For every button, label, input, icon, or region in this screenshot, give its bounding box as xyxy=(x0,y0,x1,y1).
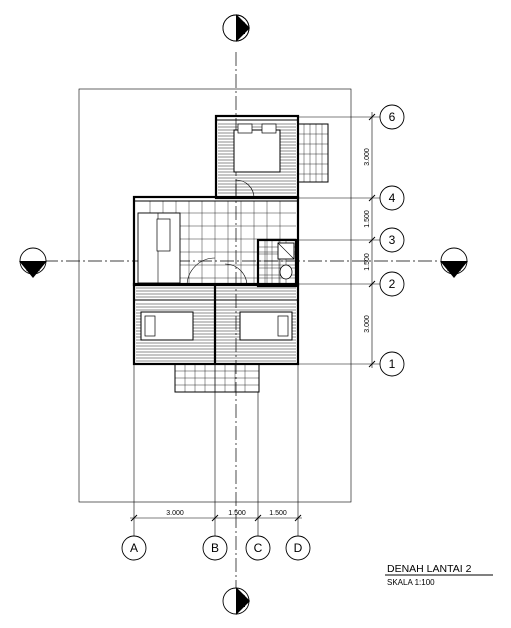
dimension-line-vertical: 3.000 1.500 1.500 3.000 xyxy=(364,112,376,368)
dim-v-4: 3.000 xyxy=(364,315,371,333)
grid-bubble-col-d: D xyxy=(285,535,311,561)
door-swing-right xyxy=(224,263,248,287)
svg-text:A-A: A-A xyxy=(447,264,461,273)
drawing-scale: SKALA 1:100 xyxy=(387,578,435,587)
title-block: DENAH LANTAI 2 SKALA 1:100 xyxy=(385,563,493,587)
section-marker-left: A-A xyxy=(19,247,47,278)
grid-bubble-col-b: B xyxy=(202,535,228,561)
svg-text:4: 4 xyxy=(389,191,396,205)
bathroom xyxy=(256,238,298,288)
balcony-right xyxy=(297,123,329,183)
grid-bubble-row-1: 1 xyxy=(379,351,405,377)
dim-h-1: 3.000 xyxy=(166,510,184,517)
section-marker-bottom: B-B xyxy=(222,587,250,615)
svg-text:A-A: A-A xyxy=(26,264,40,273)
grid-lines xyxy=(133,116,380,536)
grid-bubble-row-4: 4 xyxy=(379,185,405,211)
svg-text:3: 3 xyxy=(389,233,396,247)
balcony-front xyxy=(174,363,260,393)
svg-text:2: 2 xyxy=(389,277,396,291)
dim-v-2: 1.500 xyxy=(364,210,371,228)
dim-h-3: 1.500 xyxy=(269,510,287,517)
toilet xyxy=(279,264,293,280)
drawing-title: DENAH LANTAI 2 xyxy=(387,563,472,575)
section-marker-right: A-A xyxy=(440,247,468,278)
svg-text:B-B: B-B xyxy=(238,594,247,607)
dim-h-2: 1.500 xyxy=(228,510,246,517)
svg-text:D: D xyxy=(294,541,303,555)
door-swing-left xyxy=(186,257,216,287)
upper-room xyxy=(214,114,300,200)
grid-bubble-col-a: A xyxy=(121,535,147,561)
grid-bubble-col-c: C xyxy=(245,535,271,561)
dimension-line-horizontal: 3.000 1.500 1.500 xyxy=(130,510,302,522)
svg-text:B-B: B-B xyxy=(238,21,247,34)
svg-text:6: 6 xyxy=(389,110,396,124)
bed-upper xyxy=(233,129,281,173)
grid-bubble-row-3: 3 xyxy=(379,227,405,253)
dim-v-1: 3.000 xyxy=(364,148,371,166)
svg-text:B: B xyxy=(211,541,219,555)
svg-text:1: 1 xyxy=(389,357,396,371)
svg-text:A: A xyxy=(130,541,138,555)
svg-text:C: C xyxy=(254,541,263,555)
dim-v-3: 1.500 xyxy=(364,253,371,271)
grid-bubble-row-2: 2 xyxy=(379,271,405,297)
grid-bubble-row-6: 6 xyxy=(379,104,405,130)
lower-rooms xyxy=(132,282,300,366)
section-marker-top: B-B xyxy=(222,14,250,42)
